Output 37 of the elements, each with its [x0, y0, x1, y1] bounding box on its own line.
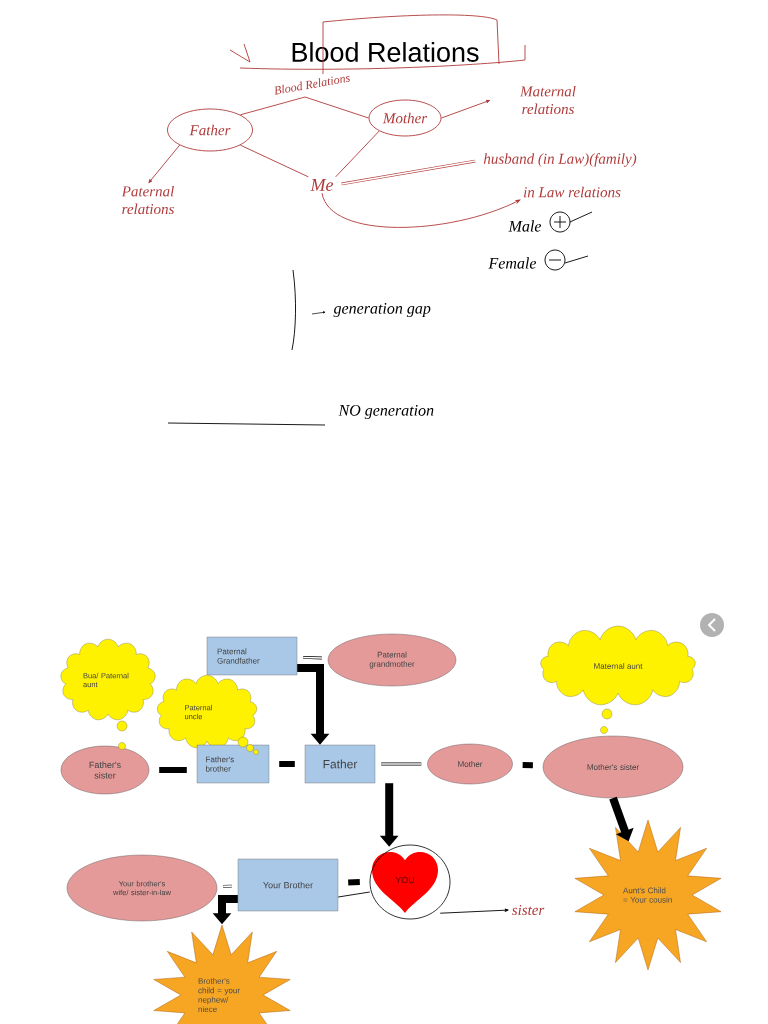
circled-word: Father [167, 108, 253, 152]
legend-label: Female [488, 257, 537, 269]
connector-line [380, 762, 423, 766]
handwritten-note: husband (in Law)(family) [483, 153, 637, 167]
connector-line [159, 767, 187, 773]
thought-cloud: Maternal aunt [540, 625, 696, 706]
connector-line [337, 891, 371, 898]
handwritten-note: sister [511, 904, 545, 916]
connector-line [335, 130, 380, 178]
arrow [148, 144, 181, 184]
arrow [441, 99, 491, 119]
connector-line [279, 761, 295, 767]
title: Blood Relations [292, 42, 479, 62]
arrow [321, 192, 521, 228]
handwritten-note: Maternal relations [519, 85, 576, 115]
legend-label: NO generation [338, 405, 434, 419]
connector-line [522, 762, 533, 769]
circled-word: Mother [368, 99, 442, 137]
connector-line [239, 96, 369, 119]
connector-line [348, 878, 360, 886]
starburst: Brother's child = your nephew/ niece [153, 924, 291, 1024]
relation-box: Father [304, 744, 376, 784]
legend-label: Male [508, 220, 542, 232]
arrow [439, 908, 509, 914]
connector-line [302, 656, 323, 660]
connector-line [340, 159, 477, 186]
handwritten-note: in Law relations [523, 186, 621, 198]
handwritten-note: Me [310, 179, 334, 191]
connector-line [239, 144, 309, 178]
edge-label: Blood Relations [272, 72, 352, 96]
relation-box: Paternal Grandfather [206, 636, 298, 676]
connector-line [222, 884, 233, 888]
relation-box: Your Brother [237, 858, 339, 912]
legend-label: generation gap [333, 303, 431, 317]
handwritten-note: Paternal relations [121, 185, 174, 215]
starburst: Aunt's Child = Your cousin [574, 819, 722, 971]
relation-box: Father's brother [196, 744, 270, 784]
